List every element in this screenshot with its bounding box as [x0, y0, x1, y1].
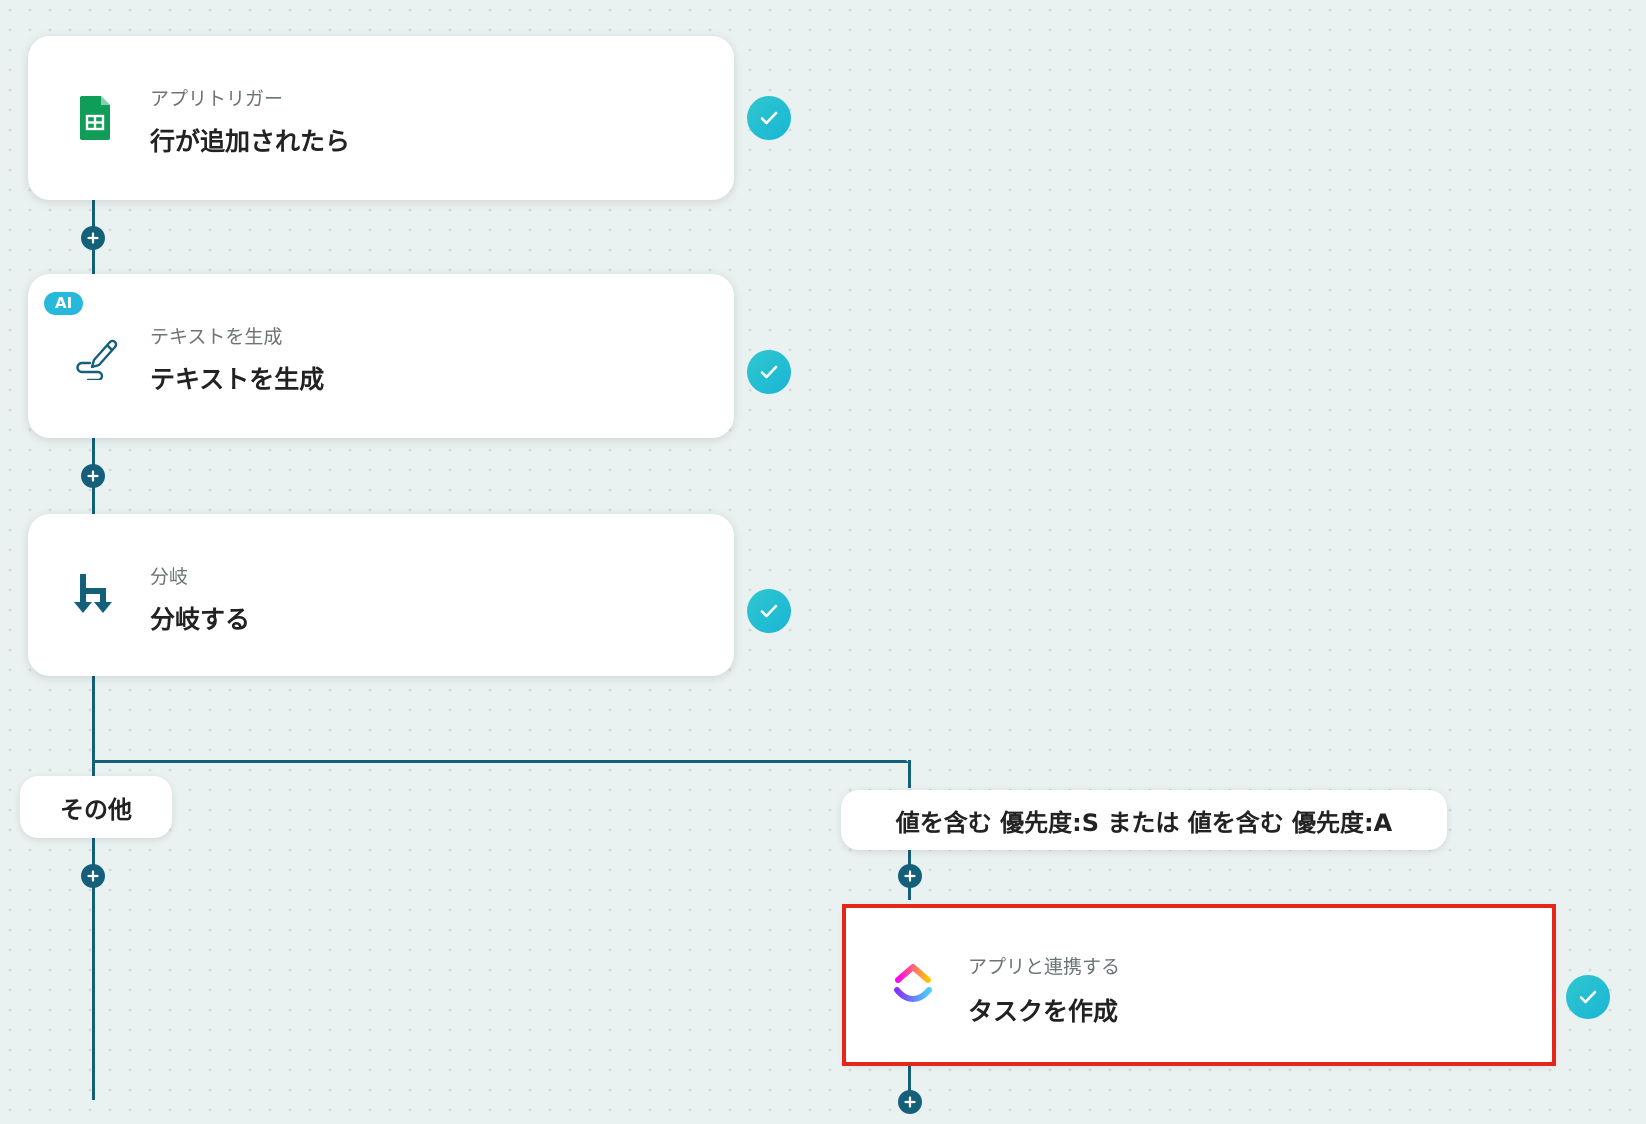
check-icon [1566, 975, 1610, 1019]
step-title: 行が追加されたら [150, 127, 351, 156]
check-icon [747, 589, 791, 633]
step-title: タスクを作成 [968, 997, 1119, 1026]
add-step-button[interactable] [81, 864, 105, 888]
step-subtitle: アプリと連携する [968, 956, 1121, 978]
add-step-button[interactable] [898, 1090, 922, 1114]
step-card-generate-text[interactable]: AI テキストを生成 テキストを生成 [28, 274, 734, 438]
clickup-icon [888, 958, 938, 1008]
add-step-button[interactable] [81, 464, 105, 488]
step-subtitle: テキストを生成 [150, 326, 283, 348]
connector-line [908, 760, 911, 788]
branch-horizontal-line [92, 760, 908, 763]
step-subtitle: アプリトリガー [150, 88, 284, 110]
plus-icon [904, 870, 916, 882]
ai-badge: AI [44, 292, 84, 315]
step-card-branch[interactable]: 分岐 分岐する [28, 514, 734, 676]
step-title: テキストを生成 [150, 365, 325, 394]
plus-icon [87, 232, 99, 244]
branch-icon [70, 570, 120, 620]
step-card-trigger[interactable]: アプリトリガー 行が追加されたら [28, 36, 734, 200]
step-subtitle: 分岐 [150, 566, 189, 588]
pen-write-icon [70, 330, 120, 382]
check-icon [747, 96, 791, 140]
connector-line [908, 1064, 911, 1104]
add-step-button[interactable] [898, 864, 922, 888]
plus-icon [904, 1096, 916, 1108]
branch-label-other[interactable]: その他 [20, 776, 172, 838]
step-title: 分岐する [150, 605, 251, 634]
google-sheets-icon [70, 92, 120, 142]
add-step-button[interactable] [81, 226, 105, 250]
plus-icon [87, 870, 99, 882]
step-card-create-task[interactable]: アプリと連携する タスクを作成 [846, 908, 1552, 1062]
check-icon [747, 350, 791, 394]
connector-line [92, 676, 95, 1100]
plus-icon [87, 470, 99, 482]
branch-label-condition[interactable]: 値を含む 優先度:S または 値を含む 優先度:A [841, 790, 1447, 850]
